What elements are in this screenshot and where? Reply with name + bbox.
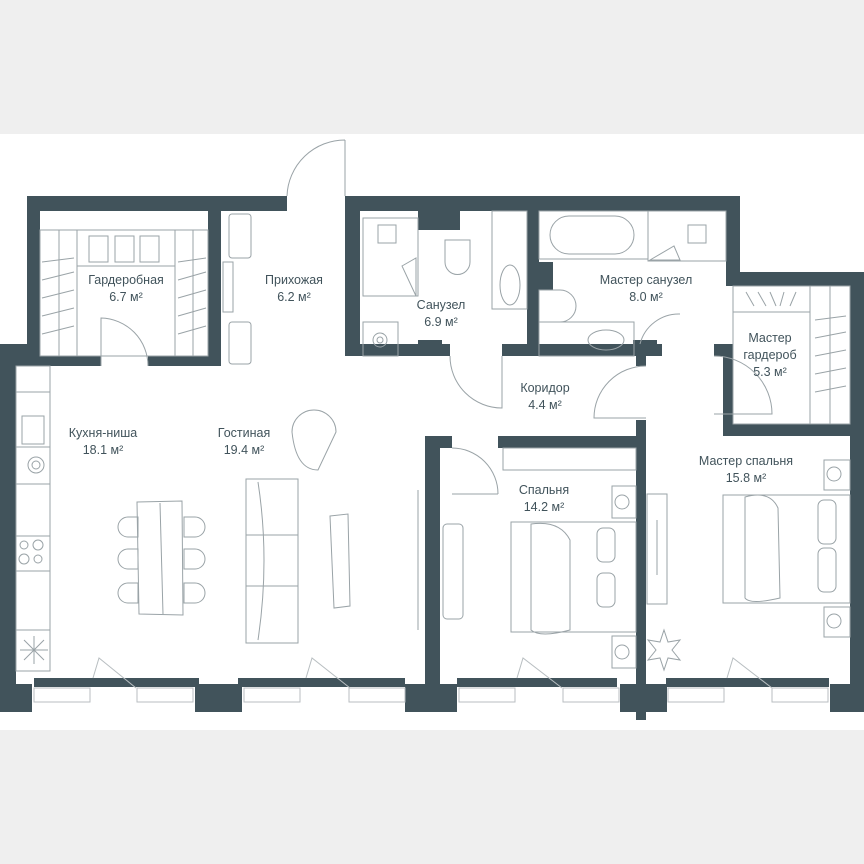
room-area: 18.1 м² [82,443,124,457]
room-label-hallway: Прихожая 6.2 м² [265,272,323,306]
room-name: Мастер спальня [698,454,794,468]
room-label-master-wardrobe: Мастер гардероб 5.3 м² [743,330,796,381]
room-name: Гостиная [217,426,271,440]
room-label-bathroom: Санузел 6.9 м² [417,297,466,331]
room-name: Мастер санузел [599,273,693,287]
doors [100,139,773,495]
room-label-kitchen-niche: Кухня-ниша 18.1 м² [69,425,137,459]
room-area: 8.0 м² [629,290,663,304]
room-label-master-bedroom: Мастер спальня 15.8 м² [699,453,793,487]
room-area: 6.9 м² [424,315,458,329]
room-name: Прихожая [265,273,323,287]
room-name: Коридор [520,381,570,395]
room-label-bedroom: Спальня 14.2 м² [519,482,569,516]
room-label-master-bathroom: Мастер санузел 8.0 м² [600,272,693,306]
room-label-corridor: Коридор 4.4 м² [520,380,569,414]
room-name: Спальня [518,483,570,497]
room-name: Кухня-ниша [68,426,138,440]
room-area: 5.3 м² [753,365,787,379]
room-area: 14.2 м² [523,500,565,514]
room-name: Гардеробная [88,273,164,287]
room-name: Санузел [416,298,466,312]
room-area: 6.2 м² [277,290,311,304]
room-area: 4.4 м² [528,398,562,412]
room-area: 19.4 м² [223,443,265,457]
furniture [15,210,851,672]
room-area: 15.8 м² [725,471,767,485]
room-name-line1: Мастер [748,331,792,345]
walls [0,196,864,720]
room-area: 6.7 м² [109,290,143,304]
room-name-line2: гардероб [743,348,797,362]
room-label-living-room: Гостиная 19.4 м² [218,425,270,459]
room-label-wardrobe: Гардеробная 6.7 м² [88,272,164,306]
windows [33,657,829,703]
